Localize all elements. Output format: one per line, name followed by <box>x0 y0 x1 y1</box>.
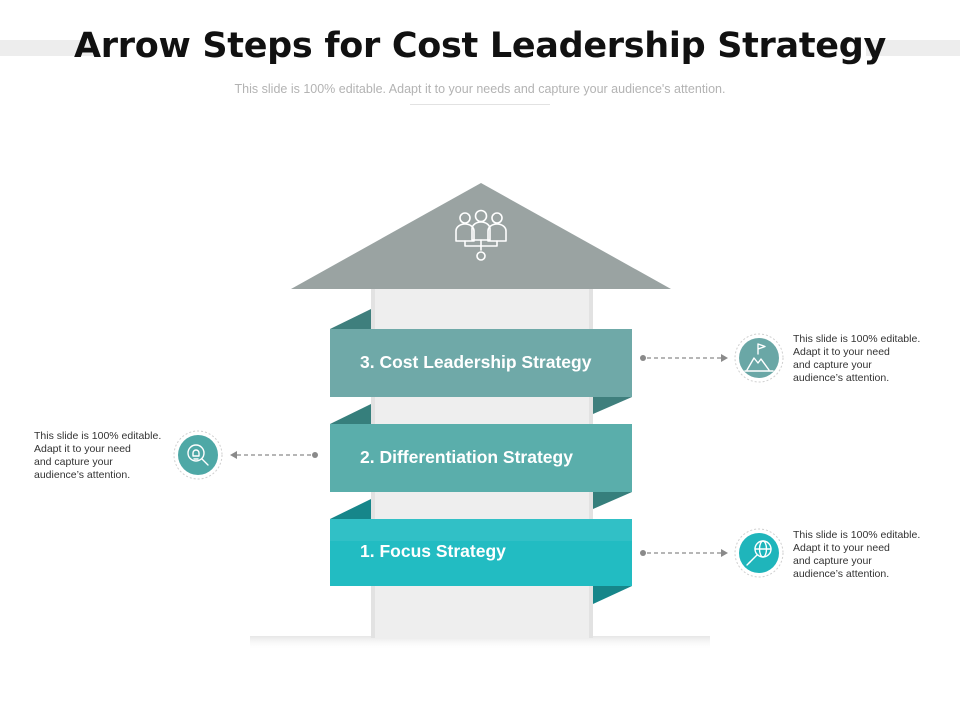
mountain-flag-icon <box>734 333 784 383</box>
arrow-head <box>291 183 671 289</box>
step-1-band <box>330 519 632 586</box>
step-1-label: 1. Focus Strategy <box>360 541 506 561</box>
step-3-fold-top <box>330 309 371 329</box>
note-step-2: This slide is 100% editable. Adapt it to… <box>34 430 174 482</box>
note-step-3-line: Adapt it to your need <box>793 346 890 358</box>
note-step-2-line: audience’s attention. <box>34 469 131 481</box>
note-step-3-line: audience’s attention. <box>793 372 890 384</box>
note-step-2-line: Adapt it to your need <box>34 443 131 455</box>
slide-title: Arrow Steps for Cost Leadership Strategy <box>74 26 886 66</box>
connector-step-1 <box>640 549 728 557</box>
step-1-fold-top <box>330 499 371 519</box>
step-1-band-highlight <box>330 519 632 541</box>
step-3-fold-bottom <box>593 397 632 414</box>
note-step-1-line: Adapt it to your need <box>793 542 890 554</box>
note-step-3-line: and capture your <box>793 359 872 371</box>
title-bar-right <box>866 40 960 56</box>
note-step-3-line: This slide is 100% editable. <box>793 333 921 345</box>
step-3-band <box>330 329 632 397</box>
subtitle-divider <box>410 104 550 105</box>
step-2-label: 2. Differentiation Strategy <box>360 447 573 467</box>
step-2-fold-bottom <box>593 492 632 509</box>
floor-shadow <box>250 636 710 650</box>
step-3-label: 3. Cost Leadership Strategy <box>360 352 592 372</box>
connector-step-2 <box>230 451 318 459</box>
step-2-band <box>330 424 632 492</box>
note-step-2-line: This slide is 100% editable. <box>34 430 162 442</box>
lightbulb-magnifier-icon <box>173 430 223 480</box>
step-2-fold-top <box>330 404 371 424</box>
note-step-2-line: and capture your <box>34 456 113 468</box>
note-step-1-line: audience’s attention. <box>793 568 890 580</box>
note-step-3: This slide is 100% editable. Adapt it to… <box>793 333 933 385</box>
note-step-1-line: and capture your <box>793 555 872 567</box>
note-step-1-line: This slide is 100% editable. <box>793 529 921 541</box>
globe-magnifier-icon <box>734 528 784 578</box>
team-network-icon <box>455 209 507 261</box>
note-step-1: This slide is 100% editable. Adapt it to… <box>793 529 933 581</box>
connector-step-3 <box>640 354 728 362</box>
slide-subtitle: This slide is 100% editable. Adapt it to… <box>234 82 726 96</box>
title-bar-left <box>0 40 95 56</box>
step-1-fold-bottom <box>593 586 632 604</box>
